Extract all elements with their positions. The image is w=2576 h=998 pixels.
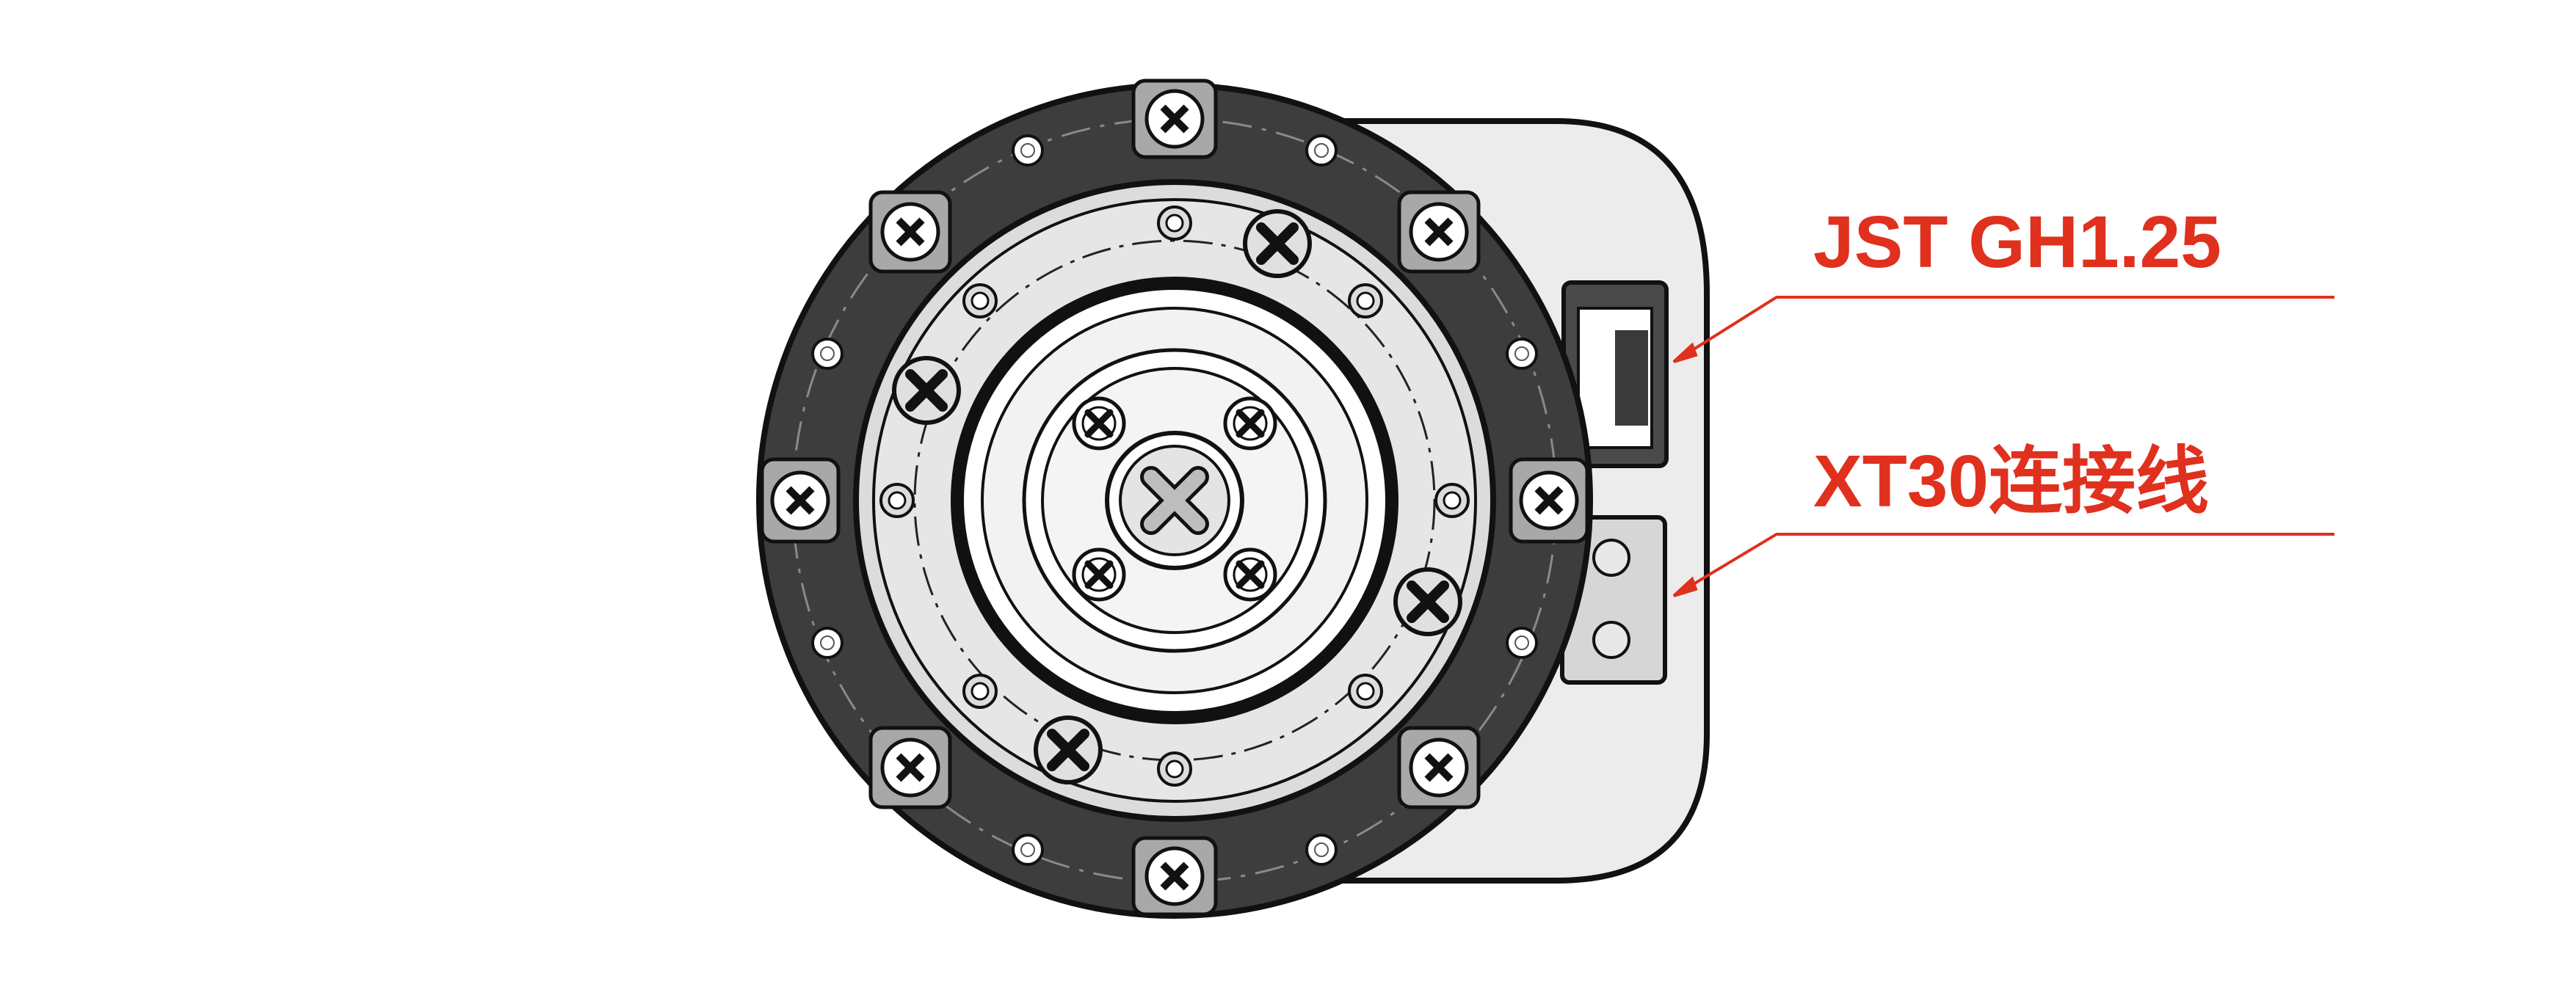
mounting-hole-icon	[879, 483, 915, 518]
callout-leader-jst	[1672, 296, 2334, 363]
flange-clamp-screw-icon	[1131, 836, 1218, 917]
flange-hole-icon	[1506, 338, 1538, 370]
mounting-hole-icon	[1348, 674, 1383, 709]
flange-hole-icon	[1305, 134, 1338, 167]
flange-clamp-screw-icon	[1397, 190, 1481, 274]
mounting-hole-icon	[1157, 751, 1192, 787]
center-screw-icon	[1105, 431, 1244, 570]
callout-label-jst: JST GH1.25	[1813, 201, 2221, 283]
mounting-hole-icon	[962, 674, 998, 709]
flange-hole-icon	[811, 338, 843, 370]
callout-label-xt30: XT30连接线	[1813, 440, 2210, 522]
inner-screw-icon	[1074, 550, 1124, 600]
mounting-hole-icon	[1348, 283, 1383, 318]
flange-hole-icon	[1305, 834, 1338, 866]
flange-clamp-screw-icon	[760, 457, 841, 544]
inner-screw-icon	[1225, 398, 1275, 448]
mounting-hole-icon	[1434, 483, 1470, 518]
flange-hole-icon	[1012, 134, 1044, 167]
face-screw-icon	[1036, 718, 1100, 782]
mounting-hole-icon	[962, 283, 998, 318]
face-screw-icon	[1245, 211, 1310, 276]
jst-gh-connector	[1561, 280, 1669, 468]
face-screw-icon	[894, 358, 959, 423]
flange-clamp-screw-icon	[1131, 79, 1218, 159]
flange-clamp-screw-icon	[868, 726, 952, 809]
inner-screw-icon	[1225, 550, 1275, 600]
callout-leader-xt30	[1672, 533, 2334, 597]
flange-hole-icon	[811, 627, 843, 659]
flange-hole-icon	[1012, 834, 1044, 866]
inner-screw-icon	[1074, 398, 1124, 448]
flange-clamp-screw-icon	[868, 190, 952, 274]
flange-clamp-screw-icon	[1397, 726, 1481, 809]
mounting-hole-icon	[1157, 205, 1192, 241]
face-screw-icon	[1396, 569, 1460, 634]
flange-clamp-screw-icon	[1509, 457, 1589, 544]
flange-hole-icon	[1506, 627, 1538, 659]
